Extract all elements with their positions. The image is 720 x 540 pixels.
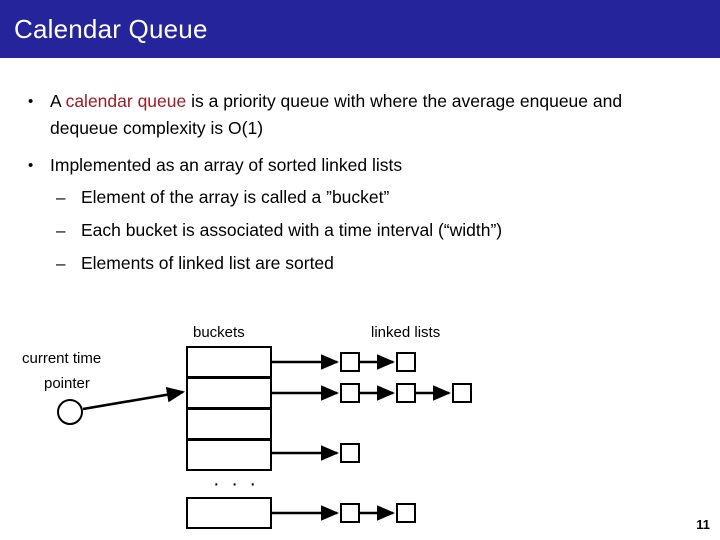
list-node-4-0 — [340, 503, 360, 523]
bucket-cell-3 — [186, 439, 272, 471]
diagram-label-buckets: buckets — [193, 324, 245, 341]
page-title: Calendar Queue — [14, 14, 208, 44]
bullet-item-1: • A calendar queue is a priority queue w… — [28, 88, 668, 142]
sub-bullet-marker: – — [56, 254, 66, 273]
list-node-4-1 — [396, 503, 416, 523]
bullet-item-2: • Implemented as an array of sorted link… — [28, 152, 668, 179]
sub-bullet-text: Each bucket is associated with a time in… — [81, 220, 503, 240]
bullet-marker: • — [28, 157, 34, 174]
slide-body: • A calendar queue is a priority queue w… — [0, 58, 720, 540]
highlighted-term: calendar queue — [65, 91, 187, 111]
sub-bullet-marker: – — [56, 221, 66, 240]
bullet-text: Implemented as an array of sorted linked… — [50, 155, 403, 175]
sub-bullet-text: Element of the array is called a ”bucket… — [81, 187, 390, 207]
list-node-1-1 — [396, 383, 416, 403]
page-number: 11 — [696, 517, 710, 532]
current-time-pointer-circle — [57, 399, 83, 425]
slide-title-bar: Calendar Queue — [0, 0, 720, 58]
bullet-text-before: A — [50, 91, 66, 111]
diagram-label-linked-lists: linked lists — [371, 324, 441, 341]
sub-bullet-item-3: – Elements of linked list are sorted — [56, 250, 676, 277]
bullet-text-after: is a priority queue with where the avera… — [50, 91, 623, 138]
sub-bullet-item-2: – Each bucket is associated with a time … — [56, 217, 676, 244]
list-node-1-0 — [340, 383, 360, 403]
list-node-0-0 — [340, 352, 360, 372]
list-node-3-0 — [340, 443, 360, 463]
sub-bullet-text: Elements of linked list are sorted — [81, 253, 334, 273]
bullet-text: A calendar queue is a priority queue wit… — [50, 88, 668, 142]
arrow-current-time-to-bucket — [82, 387, 186, 411]
current-time-pointer-label-line2: pointer — [44, 375, 90, 392]
bucket-cell-4 — [186, 497, 272, 529]
list-node-1-2 — [452, 383, 472, 403]
bullet-marker: • — [28, 93, 34, 110]
sub-bullet-item-1: – Element of the array is called a ”buck… — [56, 184, 676, 211]
current-time-pointer-label-line1: current time — [22, 350, 102, 367]
bucket-ellipsis: · · · — [213, 473, 260, 495]
sub-bullet-marker: – — [56, 188, 66, 207]
list-node-0-1 — [396, 352, 416, 372]
